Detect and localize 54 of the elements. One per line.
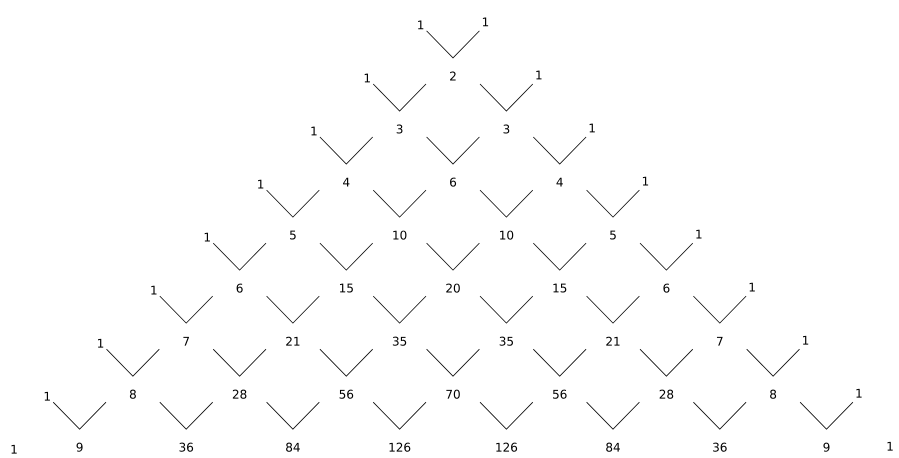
number-label: 70 <box>446 390 460 399</box>
number-label: 1 <box>856 388 862 398</box>
number-label: 84 <box>286 442 300 452</box>
number-label: 1 <box>888 442 893 451</box>
number-label: 1 <box>642 176 648 186</box>
number-label: 1 <box>696 230 702 238</box>
number-label: 20 <box>446 284 460 293</box>
number-label: 1 <box>590 124 595 132</box>
number-label: 1 <box>258 180 264 188</box>
number-label: 28 <box>660 390 674 399</box>
number-label: 1 <box>482 18 488 26</box>
number-label: 4 <box>556 178 563 186</box>
number-label: 15 <box>340 284 353 293</box>
number-label: 7 <box>716 336 723 346</box>
number-label: 1 <box>536 70 542 80</box>
number-label: 3 <box>396 124 402 134</box>
number-label: 7 <box>183 336 189 346</box>
number-label: 1 <box>803 336 808 345</box>
number-label: 56 <box>340 390 354 399</box>
number-label: 1 <box>204 232 210 242</box>
number-label: 6 <box>236 284 243 293</box>
number-label: 2 <box>450 72 456 80</box>
number-label: 5 <box>610 230 616 240</box>
number-label: 56 <box>553 390 567 399</box>
number-label: 1 <box>12 444 17 454</box>
number-label: 35 <box>500 336 513 346</box>
number-label: 28 <box>232 390 246 399</box>
number-label: 8 <box>130 390 136 399</box>
number-label: 84 <box>606 442 620 452</box>
number-label: 9 <box>823 442 830 452</box>
number-label: 1 <box>44 392 50 401</box>
number-label: 9 <box>76 442 83 452</box>
number-label: 36 <box>713 442 727 452</box>
number-label: 21 <box>286 336 300 346</box>
number-label: 1 <box>98 338 104 348</box>
number-label: 35 <box>392 336 406 346</box>
number-label: 6 <box>663 284 670 293</box>
number-label: 4 <box>343 178 350 186</box>
number-label: 1 <box>750 282 755 292</box>
number-label: 126 <box>389 442 410 452</box>
number-label: 1 <box>151 286 156 294</box>
number-label: 10 <box>500 230 514 240</box>
number-label: 1 <box>418 20 424 30</box>
number-label: 126 <box>496 442 518 452</box>
number-label: 1 <box>311 126 317 136</box>
number-label: 15 <box>553 284 566 293</box>
number-label: 10 <box>393 230 406 240</box>
number-label: 21 <box>606 336 620 346</box>
number-label: 6 <box>450 178 456 187</box>
number-label: 8 <box>770 390 776 399</box>
number-label: 36 <box>180 442 194 452</box>
number-label: 1 <box>364 74 370 82</box>
number-label: 5 <box>290 230 296 240</box>
number-label: 3 <box>504 124 510 134</box>
